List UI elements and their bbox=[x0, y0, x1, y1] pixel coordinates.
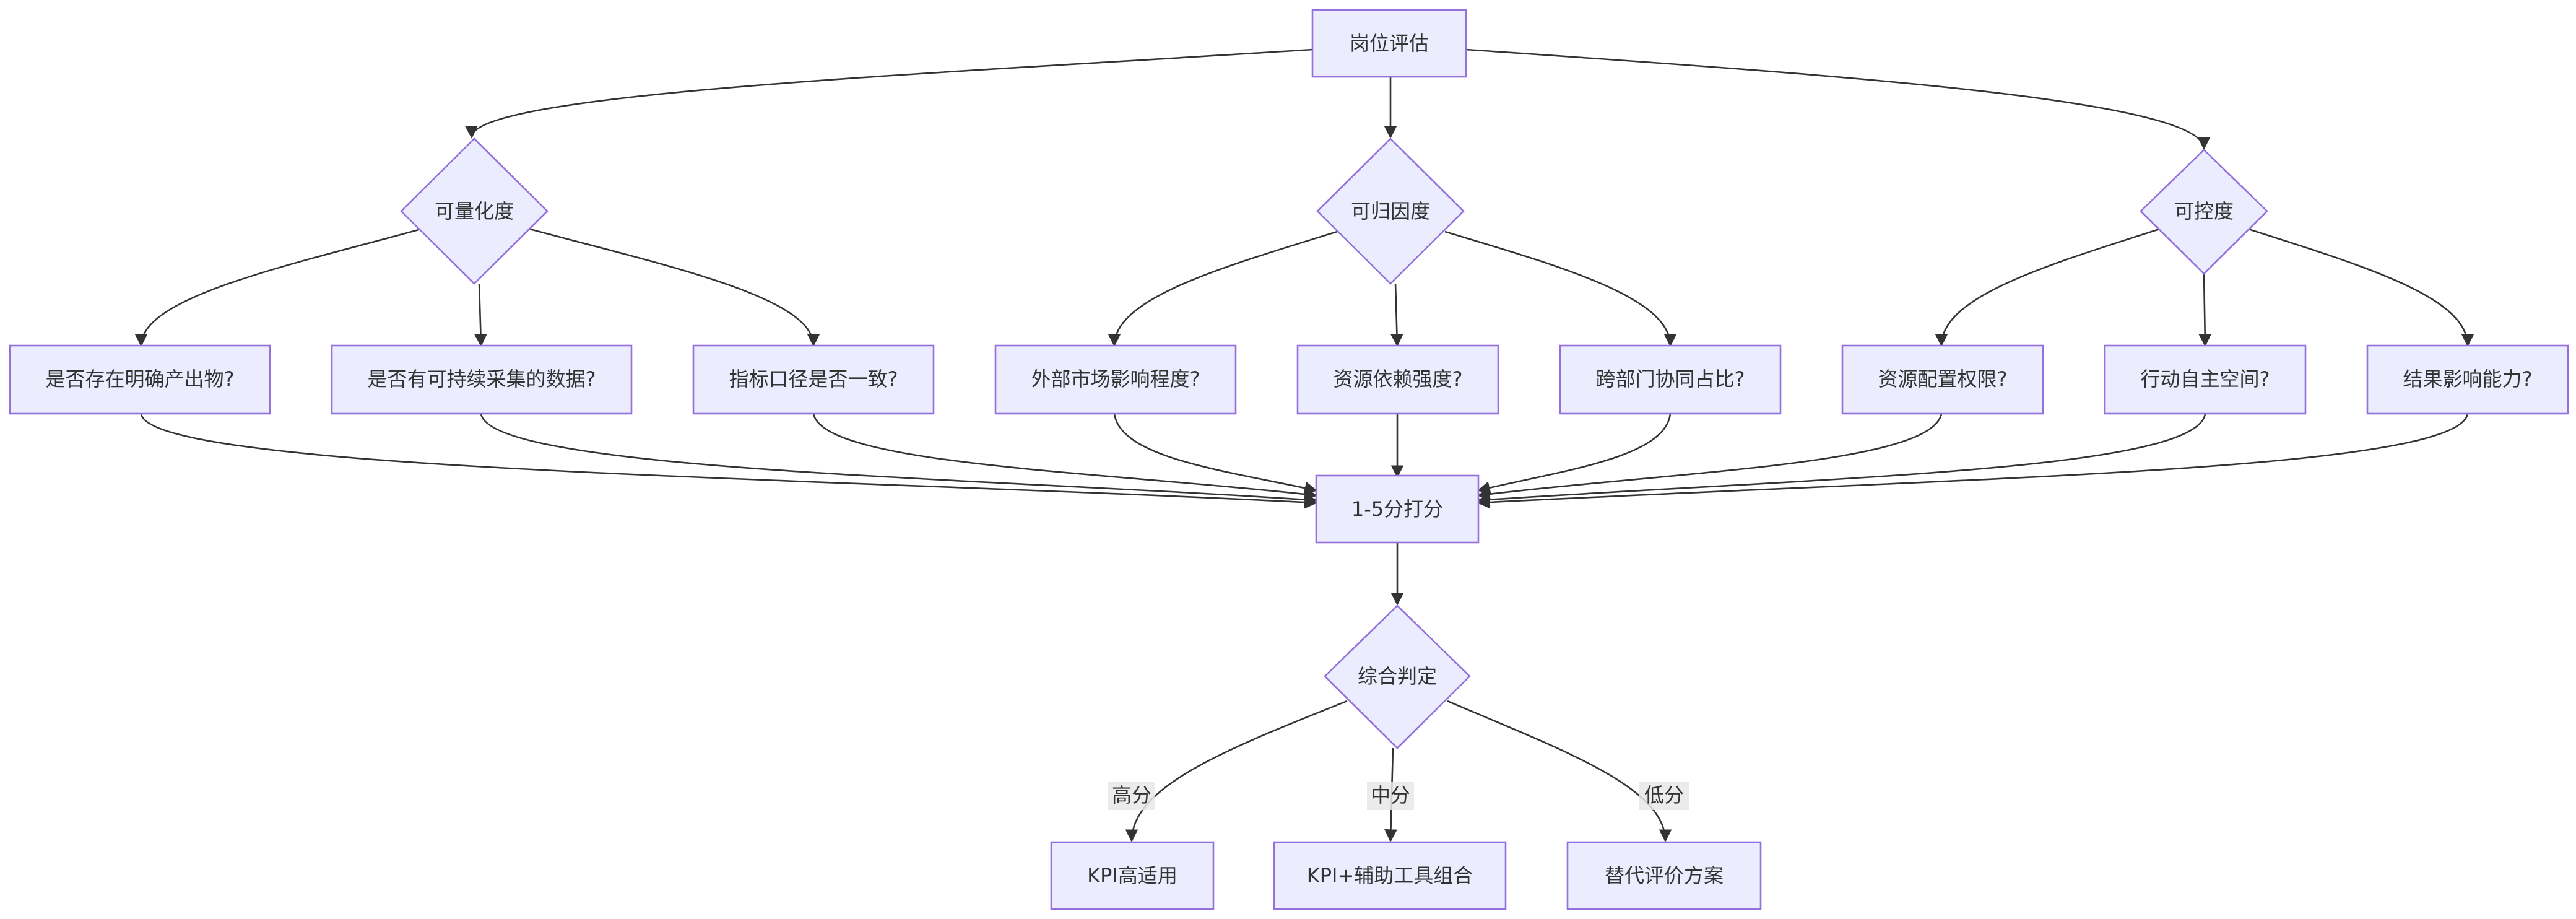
node-c2-label: 行动自主空间? bbox=[2141, 367, 2270, 391]
node-controllability-label: 可控度 bbox=[2174, 199, 2234, 223]
edge-a1-score bbox=[1113, 413, 1318, 495]
node-out-high-label: KPI高适用 bbox=[1087, 864, 1177, 887]
node-a2-label: 资源依赖强度? bbox=[1334, 367, 1463, 391]
node-a1-label: 外部市场影响程度? bbox=[1031, 367, 1200, 391]
edge-c2-score bbox=[1477, 413, 2206, 507]
node-q2[interactable]: 是否有可持续采集的数据? bbox=[331, 344, 633, 415]
edge-c1-score bbox=[1477, 413, 1943, 501]
node-a3-label: 跨部门协同占比? bbox=[1596, 367, 1745, 391]
node-c1[interactable]: 资源配置权限? bbox=[1841, 344, 2044, 415]
node-c3-label: 结果影响能力? bbox=[2403, 367, 2533, 391]
node-out-low-label: 替代评价方案 bbox=[1605, 864, 1724, 887]
node-judge[interactable]: 综合判定 bbox=[1324, 604, 1471, 749]
edge-labels: 高分 中分 低分 bbox=[1108, 782, 1689, 810]
node-q1[interactable]: 是否存在明确产出物? bbox=[9, 344, 271, 415]
node-a3[interactable]: 跨部门协同占比? bbox=[1559, 344, 1782, 415]
edge-a3-score bbox=[1477, 413, 1672, 494]
edge-c3-score bbox=[1477, 413, 2469, 509]
edges bbox=[134, 48, 2474, 843]
edge-attributability-a1 bbox=[1108, 230, 1338, 347]
nodes: 岗位评估 可量化度 可归因度 可控度 是否存在明确产出物? 是否有可持续采集的数… bbox=[9, 9, 2569, 910]
node-a1[interactable]: 外部市场影响程度? bbox=[994, 344, 1237, 415]
edge-judge-low bbox=[1447, 700, 1672, 843]
edge-q3-score bbox=[812, 413, 1318, 501]
edge-attributability-a2 bbox=[1390, 283, 1403, 347]
node-out-low[interactable]: 替代评价方案 bbox=[1566, 841, 1762, 910]
node-judge-label: 综合判定 bbox=[1358, 664, 1437, 688]
edge-q1-score bbox=[140, 413, 1318, 509]
node-controllability[interactable]: 可控度 bbox=[2140, 149, 2268, 275]
edge-controllability-c3 bbox=[2248, 228, 2474, 347]
node-score[interactable]: 1-5分打分 bbox=[1315, 474, 1480, 544]
edge-label-low: 低分 bbox=[1639, 782, 1689, 810]
node-score-label: 1-5分打分 bbox=[1351, 497, 1443, 521]
node-c2[interactable]: 行动自主空间? bbox=[2104, 344, 2307, 415]
edge-label-high-text: 高分 bbox=[1112, 783, 1151, 807]
edge-quantifiability-q1 bbox=[134, 228, 422, 347]
edge-q2-score bbox=[480, 413, 1318, 507]
edge-attributability-a3 bbox=[1444, 230, 1677, 347]
node-attributability-label: 可归因度 bbox=[1351, 199, 1430, 223]
node-attributability[interactable]: 可归因度 bbox=[1316, 137, 1465, 285]
node-a2[interactable]: 资源依赖强度? bbox=[1296, 344, 1499, 415]
edge-judge-high bbox=[1125, 700, 1348, 843]
node-root-label: 岗位评估 bbox=[1350, 32, 1429, 55]
edge-label-high: 高分 bbox=[1108, 782, 1155, 810]
edge-label-mid-text: 中分 bbox=[1371, 783, 1410, 807]
edge-label-low-text: 低分 bbox=[1644, 783, 1684, 807]
node-q3-label: 指标口径是否一致? bbox=[729, 367, 898, 391]
node-quantifiability[interactable]: 可量化度 bbox=[400, 137, 549, 285]
node-c1-label: 资源配置权限? bbox=[1878, 367, 2008, 391]
node-c3[interactable]: 结果影响能力? bbox=[2366, 344, 2569, 415]
edge-controllability-c1 bbox=[1935, 228, 2160, 347]
node-out-high[interactable]: KPI高适用 bbox=[1050, 841, 1215, 910]
node-out-mid-label: KPI+辅助工具组合 bbox=[1307, 864, 1473, 887]
node-q3[interactable]: 指标口径是否一致? bbox=[692, 344, 935, 415]
node-q2-label: 是否有可持续采集的数据? bbox=[368, 367, 596, 391]
node-root[interactable]: 岗位评估 bbox=[1311, 9, 1467, 78]
edge-controllability-c2 bbox=[2198, 273, 2212, 347]
edge-quantifiability-q2 bbox=[474, 283, 487, 347]
edge-label-mid: 中分 bbox=[1367, 782, 1414, 810]
node-out-mid[interactable]: KPI+辅助工具组合 bbox=[1273, 841, 1507, 910]
edge-root-controllability bbox=[1465, 48, 2211, 150]
node-quantifiability-label: 可量化度 bbox=[435, 199, 514, 223]
edge-quantifiability-q3 bbox=[529, 228, 820, 347]
edge-root-quantifiability bbox=[465, 48, 1313, 139]
node-q1-label: 是否存在明确产出物? bbox=[46, 367, 235, 391]
